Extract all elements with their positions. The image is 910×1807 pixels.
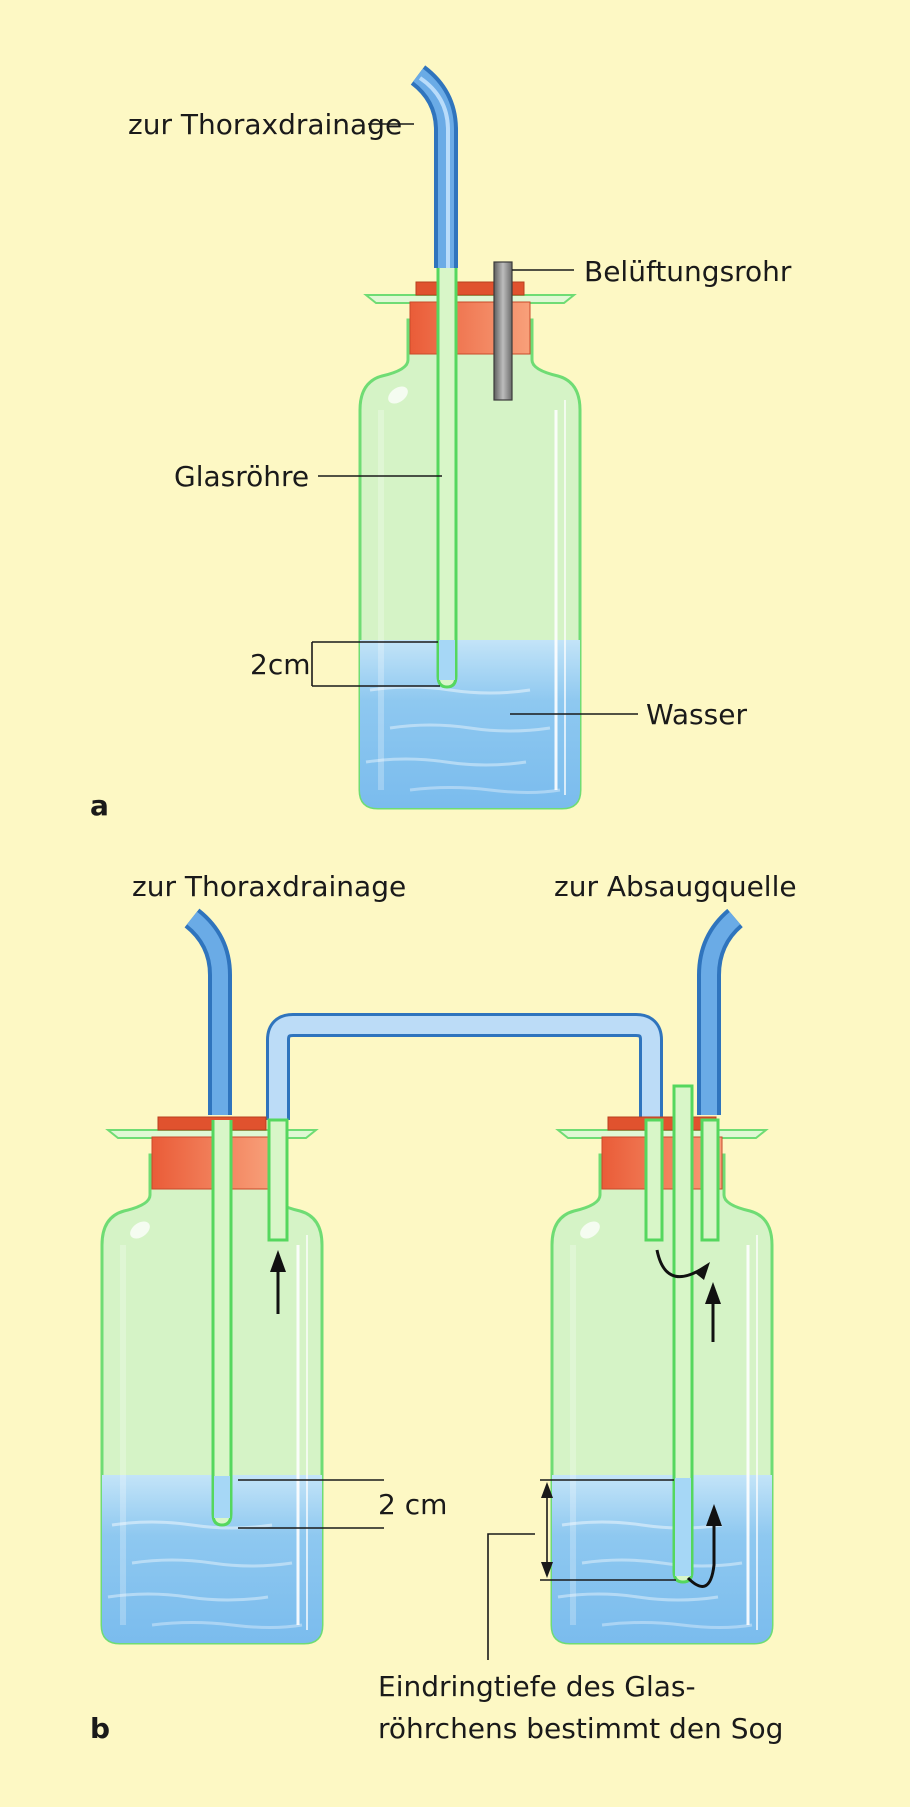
vent-tube-a bbox=[493, 261, 513, 401]
label-water: Wasser bbox=[646, 698, 747, 731]
label-suction: zur Absaugquelle bbox=[554, 870, 797, 903]
bridge-tube bbox=[266, 1013, 663, 1120]
label-drainage-b: zur Thoraxdrainage bbox=[132, 870, 406, 903]
glass-tube-b-left bbox=[211, 1120, 233, 1527]
panel-letter-a: a bbox=[90, 789, 109, 822]
short-tube-b-right-2 bbox=[700, 1118, 720, 1242]
label-glass-tube: Glasröhre bbox=[174, 460, 309, 493]
caption-line-1: Eindringtiefe des Glas- bbox=[378, 1670, 696, 1703]
short-tube-b-left bbox=[267, 1118, 289, 1242]
glass-tube-a bbox=[436, 268, 458, 689]
glass-tube-b-right bbox=[672, 1084, 694, 1584]
label-drainage-a: zur Thoraxdrainage bbox=[128, 108, 402, 141]
flow-arrows bbox=[276, 1249, 716, 1588]
label-vent: Belüftungsrohr bbox=[584, 255, 792, 288]
panel-letter-b: b bbox=[90, 1712, 110, 1745]
label-depth-a: 2cm bbox=[250, 648, 310, 681]
bottle-a bbox=[355, 282, 585, 815]
panel-b: zur Thoraxdrainage zur Absaugquelle 2 cm… bbox=[90, 870, 797, 1745]
short-tube-b-right-1 bbox=[644, 1118, 664, 1242]
label-depth-b: 2 cm bbox=[378, 1488, 447, 1521]
panel-a: zur Thoraxdrainage Belüftungsrohr Glasrö… bbox=[90, 65, 792, 822]
caption-line-2: röhrchens bestimmt den Sog bbox=[378, 1712, 783, 1745]
